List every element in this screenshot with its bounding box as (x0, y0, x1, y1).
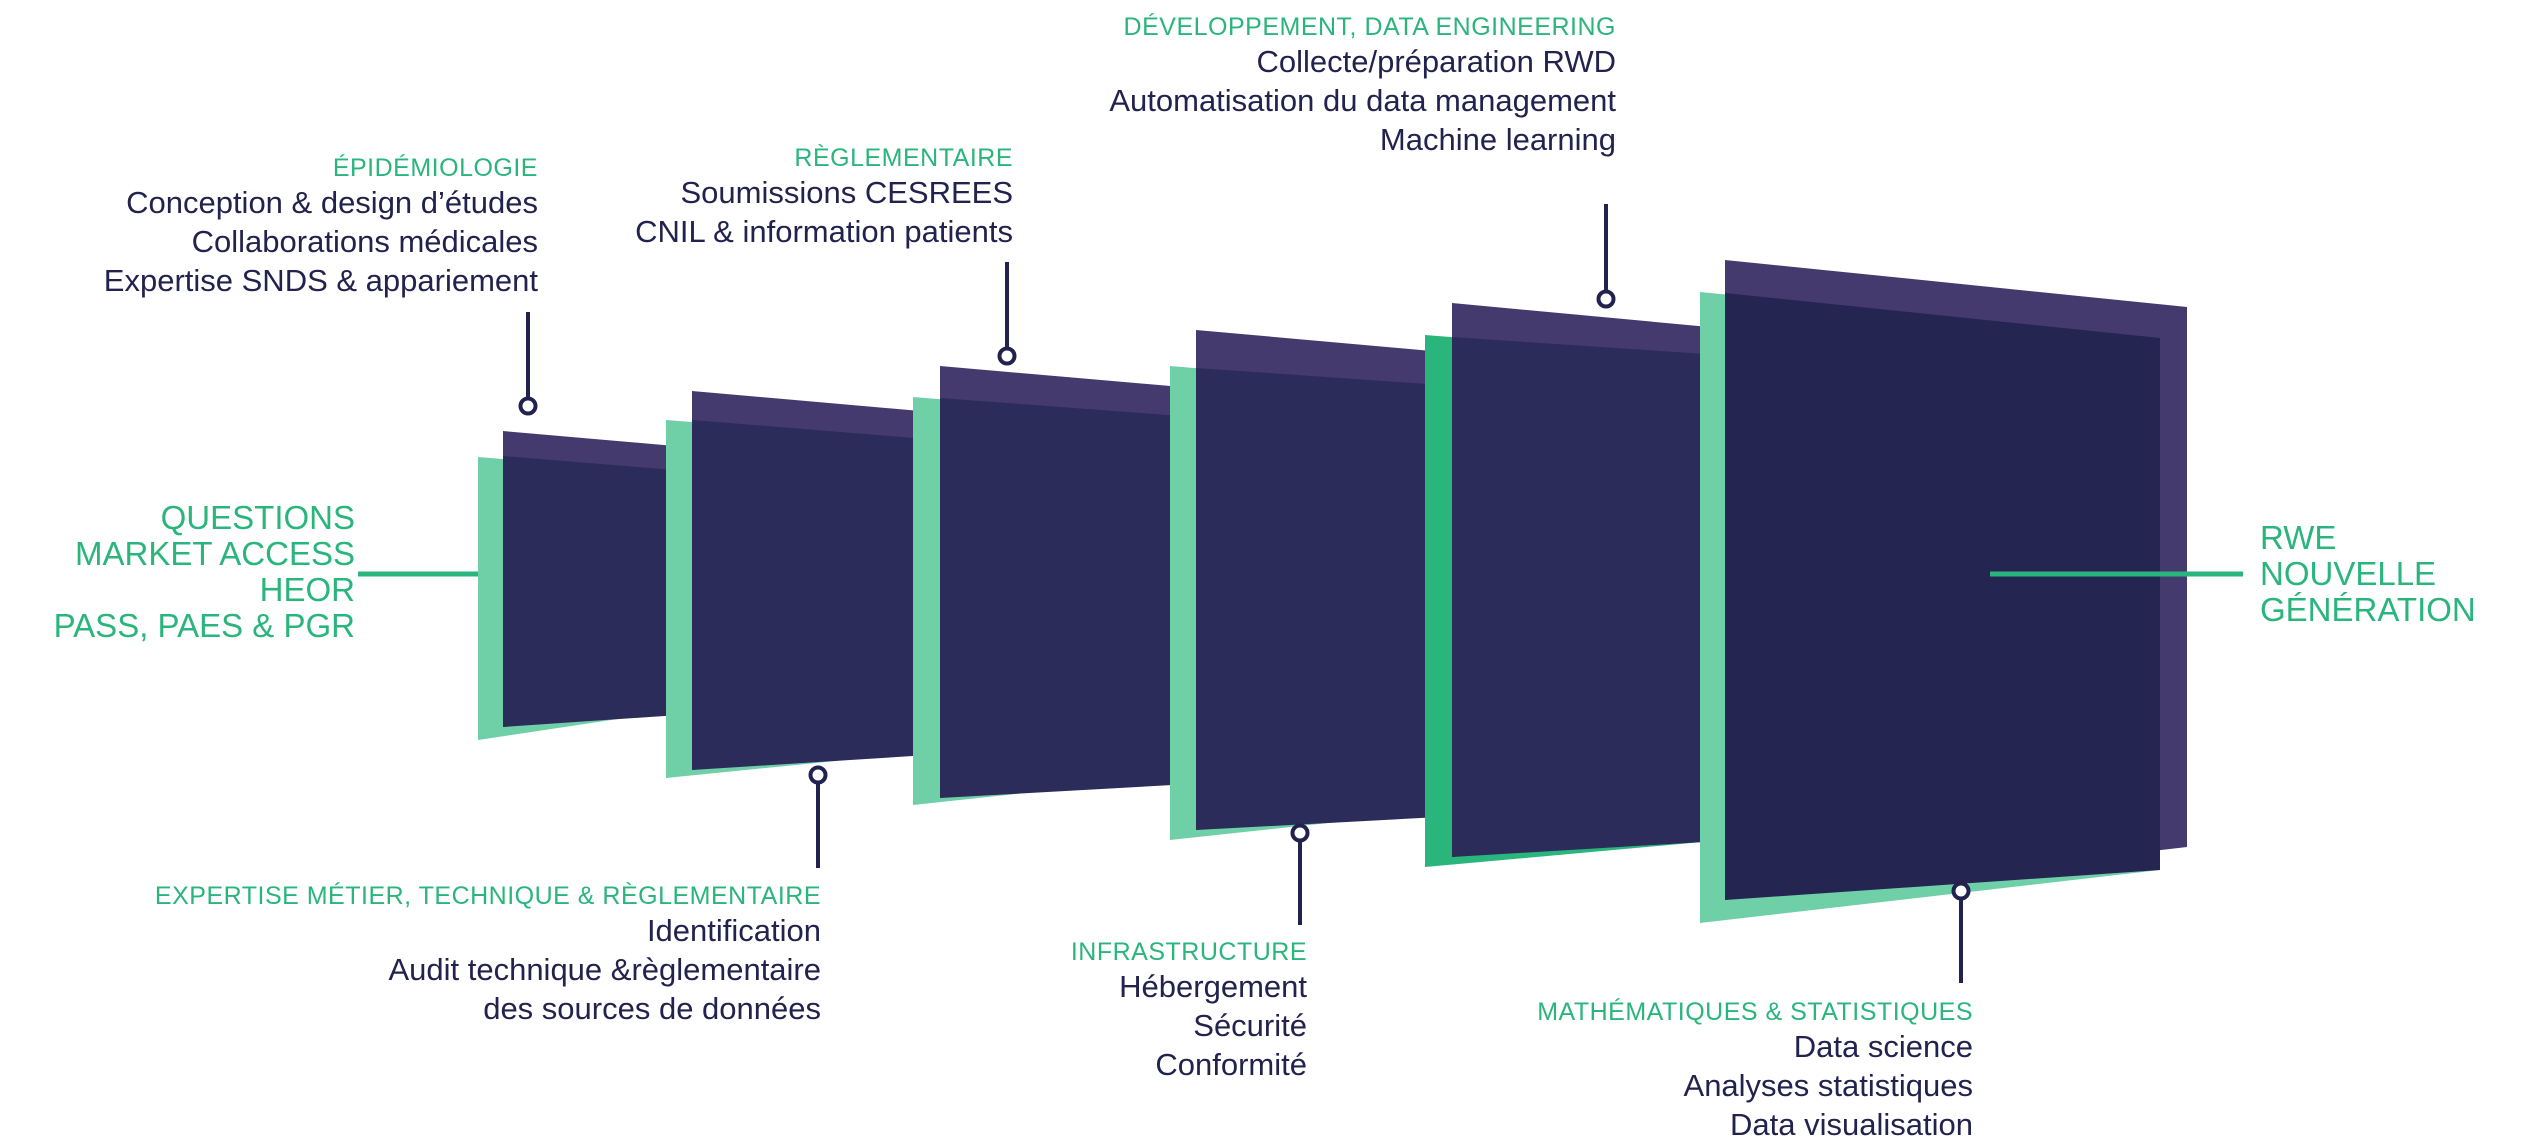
output-label-line: NOUVELLE (2260, 555, 2437, 592)
callout-category: INFRASTRUCTURE (1070, 938, 1307, 966)
callout-pin-expertise (808, 765, 828, 868)
callout-item: des sources de données (483, 991, 821, 1026)
callout-pin-mathematiques (1951, 881, 1971, 983)
callout-item: Identification (646, 913, 821, 948)
callout-pin-developpement (1596, 204, 1616, 309)
input-label-line: MARKET ACCESS (75, 535, 355, 572)
callout-items: Identification Audit technique &règlemen… (155, 911, 821, 1028)
output-label-line: GÉNÉRATION (2260, 591, 2476, 628)
callout-item: Automatisation du data management (1109, 83, 1616, 118)
callout-category: RÈGLEMENTAIRE (794, 144, 1013, 172)
input-label-line: QUESTIONS (160, 499, 355, 536)
callout-item: CNIL & information patients (635, 214, 1013, 249)
callout-item: Audit technique &règlementaire (388, 952, 821, 987)
callout-items: Hébergement Sécurité Conformité (1071, 967, 1307, 1084)
callout-pin-epidemiologie (518, 312, 538, 416)
callout-category: DÉVELOPPEMENT, DATA ENGINEERING (1123, 13, 1616, 41)
stage-6-front-panel (1725, 293, 2160, 900)
callout-item: Data science (1793, 1029, 1973, 1064)
input-label-line: PASS, PAES & PGR (53, 607, 355, 644)
callout-expertise: EXPERTISE MÉTIER, TECHNIQUE & RÈGLEMENTA… (155, 881, 821, 1028)
callout-item: Conception & design d’études (126, 185, 538, 220)
callout-item: Data visualisation (1730, 1107, 1973, 1142)
callout-category: EXPERTISE MÉTIER, TECHNIQUE & RÈGLEMENTA… (154, 882, 821, 910)
callout-reglementaire: RÈGLEMENTAIRE Soumissions CESREES CNIL &… (635, 143, 1013, 251)
callout-pin-infrastructure (1290, 823, 1310, 925)
callout-item: Analyses statistiques (1683, 1068, 1973, 1103)
output-label: RWE NOUVELLE GÉNÉRATION (2260, 520, 2476, 628)
callout-category: ÉPIDÉMIOLOGIE (332, 154, 538, 182)
callout-items: Collecte/préparation RWD Automatisation … (1109, 42, 1616, 159)
callout-mathematiques: MATHÉMATIQUES & STATISTIQUES Data scienc… (1537, 997, 1973, 1144)
callout-item: Conformité (1155, 1047, 1307, 1082)
callout-pin-reglementaire (997, 262, 1017, 366)
callout-item: Machine learning (1379, 122, 1616, 157)
callout-items: Conception & design d’études Collaborati… (104, 183, 538, 300)
callout-item: Hébergement (1119, 969, 1307, 1004)
callout-item: Expertise SNDS & appariement (103, 263, 538, 298)
callout-developpement: DÉVELOPPEMENT, DATA ENGINEERING Collecte… (1109, 12, 1616, 159)
stage-6-panel (1700, 260, 2187, 923)
callout-item: Sécurité (1193, 1008, 1307, 1043)
input-label-line: HEOR (259, 571, 355, 608)
input-label: QUESTIONS MARKET ACCESS HEOR PASS, PAES … (54, 500, 355, 644)
callout-item: Soumissions CESREES (680, 175, 1013, 210)
callout-items: Data science Analyses statistiques Data … (1537, 1027, 1973, 1144)
callout-epidemiologie: ÉPIDÉMIOLOGIE Conception & design d’étud… (104, 153, 538, 300)
callout-item: Collecte/préparation RWD (1256, 44, 1616, 79)
callout-items: Soumissions CESREES CNIL & information p… (635, 173, 1013, 251)
callout-category: MATHÉMATIQUES & STATISTIQUES (1537, 998, 1973, 1026)
callout-item: Collaborations médicales (191, 224, 538, 259)
stage-2-front-panel (692, 420, 976, 770)
output-label-line: RWE (2260, 519, 2337, 556)
callout-infrastructure: INFRASTRUCTURE Hébergement Sécurité Conf… (1071, 937, 1307, 1084)
